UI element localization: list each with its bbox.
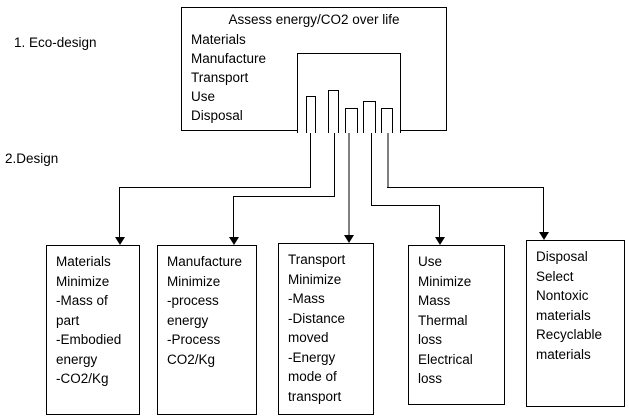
box-use: Use Minimize Mass Thermal loss Electrica… [408, 245, 505, 405]
box-manufacture-line: -Process [167, 332, 221, 347]
assess-item-disposal: Disposal [191, 108, 243, 123]
box-manufacture-line: Minimize [167, 273, 221, 289]
box-materials-line: Minimize [56, 273, 110, 289]
box-transport: Transport Minimize -Mass -Distance moved… [278, 243, 374, 415]
assess-box-title: Assess energy/CO2 over life [228, 12, 400, 27]
box-materials-line: part [56, 312, 80, 328]
box-manufacture: Manufacture Minimize -process energy -Pr… [157, 245, 257, 415]
assess-item-materials: Materials [191, 32, 246, 47]
box-materials-line: -Mass of [56, 293, 108, 308]
box-use-line: Electrical [418, 351, 473, 367]
box-transport-line: moved [288, 330, 329, 345]
box-use-line: Thermal [418, 312, 468, 328]
assess-box-item-list: Materials Manufacture Transport Use Disp… [191, 30, 266, 125]
box-transport-line: Transport [288, 252, 346, 267]
box-disposal-line: Select [536, 268, 574, 284]
box-use-line: Mass [418, 293, 451, 308]
arrowhead-transport [344, 235, 354, 243]
arrowhead-materials [115, 237, 125, 245]
box-transport-line: mode of [288, 369, 337, 384]
box-manufacture-line: energy [167, 312, 209, 328]
bar-transport [345, 108, 358, 133]
assess-item-transport: Transport [191, 70, 249, 85]
box-transport-line: -Distance [288, 310, 346, 326]
connector-use-horizontal [371, 205, 440, 207]
bar-manufacture [328, 90, 339, 133]
box-disposal-line: materials [536, 307, 591, 323]
bar-materials [306, 96, 316, 133]
box-materials-line: -CO2/Kg [56, 371, 109, 386]
box-disposal-line: Nontoxic [536, 288, 589, 303]
box-materials-line: -Embodied [56, 332, 122, 347]
connector-disposal-stub [387, 133, 389, 187]
connector-disposal-horizontal [387, 187, 544, 189]
connector-materials-vertical [119, 187, 121, 238]
life-cycle-bar-chart [297, 53, 401, 133]
box-transport-line: transport [288, 388, 342, 404]
box-disposal-line: Recyclable [536, 327, 603, 342]
box-transport-line: -Energy [288, 349, 336, 365]
box-use-line: loss [418, 371, 443, 386]
connector-disposal-vertical [543, 187, 545, 233]
box-materials-line: Materials [56, 254, 111, 269]
box-materials: Materials Minimize -Mass of part -Embodi… [46, 245, 140, 415]
box-manufacture-line: Manufacture [167, 254, 243, 269]
connector-transport-vertical [348, 133, 350, 236]
connector-manufacture-horizontal [233, 196, 335, 198]
connector-manufacture-stub [334, 133, 336, 197]
bar-use [363, 101, 376, 133]
box-disposal: Disposal Select Nontoxic materials Recyc… [526, 240, 625, 407]
box-manufacture-line: CO2/Kg [167, 351, 216, 367]
arrowhead-manufacture [229, 237, 239, 245]
stage-label-eco-design: 1. Eco-design [14, 35, 97, 50]
connector-manufacture-vertical [233, 196, 235, 238]
box-use-line: Use [418, 254, 443, 269]
box-transport-line: Minimize [288, 271, 342, 287]
connector-use-vertical [439, 205, 441, 238]
assess-item-manufacture: Manufacture [191, 51, 267, 66]
box-use-line: Minimize [418, 273, 472, 289]
box-disposal-line: materials [536, 346, 591, 362]
box-manufacture-line: -process [167, 293, 219, 308]
connector-materials-stub [310, 133, 312, 188]
connector-materials-horizontal [119, 187, 311, 189]
arrowhead-disposal [539, 232, 549, 240]
connector-use-stub [371, 133, 373, 206]
box-use-line: loss [418, 332, 443, 347]
box-disposal-line: Disposal [536, 249, 588, 264]
arrowhead-use [435, 237, 445, 245]
box-materials-line: energy [56, 351, 98, 367]
bar-disposal [381, 108, 393, 133]
assess-item-use: Use [191, 89, 216, 104]
box-transport-line: -Mass [288, 291, 325, 306]
stage-label-design: 2.Design [5, 151, 59, 166]
